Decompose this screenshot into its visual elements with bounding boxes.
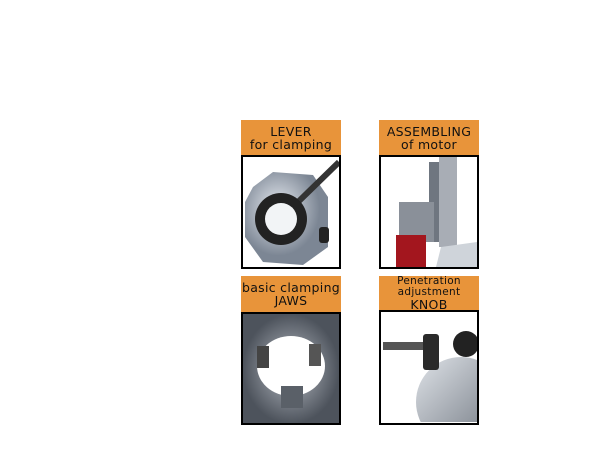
label-line: KNOB xyxy=(410,296,448,312)
label-line: of motor xyxy=(401,136,457,152)
card-lever: LEVER for clamping xyxy=(241,120,341,269)
label-line: Penetration xyxy=(397,274,461,287)
lever-for-clamping-photo xyxy=(241,157,341,269)
label-line: for clamping xyxy=(249,136,333,152)
card-label: ASSEMBLING of motor xyxy=(379,120,479,157)
card-label: basic clamping JAWS xyxy=(241,276,341,314)
card-label: Penetration adjustment KNOB xyxy=(379,274,479,312)
card-assembling: ASSEMBLING of motor xyxy=(379,120,479,269)
assembling-of-motor-photo xyxy=(379,157,479,269)
label-line: JAWS xyxy=(274,293,308,308)
card-knob: Penetration adjustment KNOB xyxy=(379,274,479,425)
card-jaws: basic clamping JAWS xyxy=(241,276,341,425)
label-line: basic clamping xyxy=(241,280,341,295)
penetration-adjustment-knob-photo xyxy=(379,312,479,425)
label-line: LEVER xyxy=(270,123,312,139)
card-label: LEVER for clamping xyxy=(241,120,341,157)
basic-clamping-jaws-photo xyxy=(241,314,341,425)
label-line: ASSEMBLING xyxy=(386,123,472,139)
label-line: adjustment xyxy=(397,285,461,298)
